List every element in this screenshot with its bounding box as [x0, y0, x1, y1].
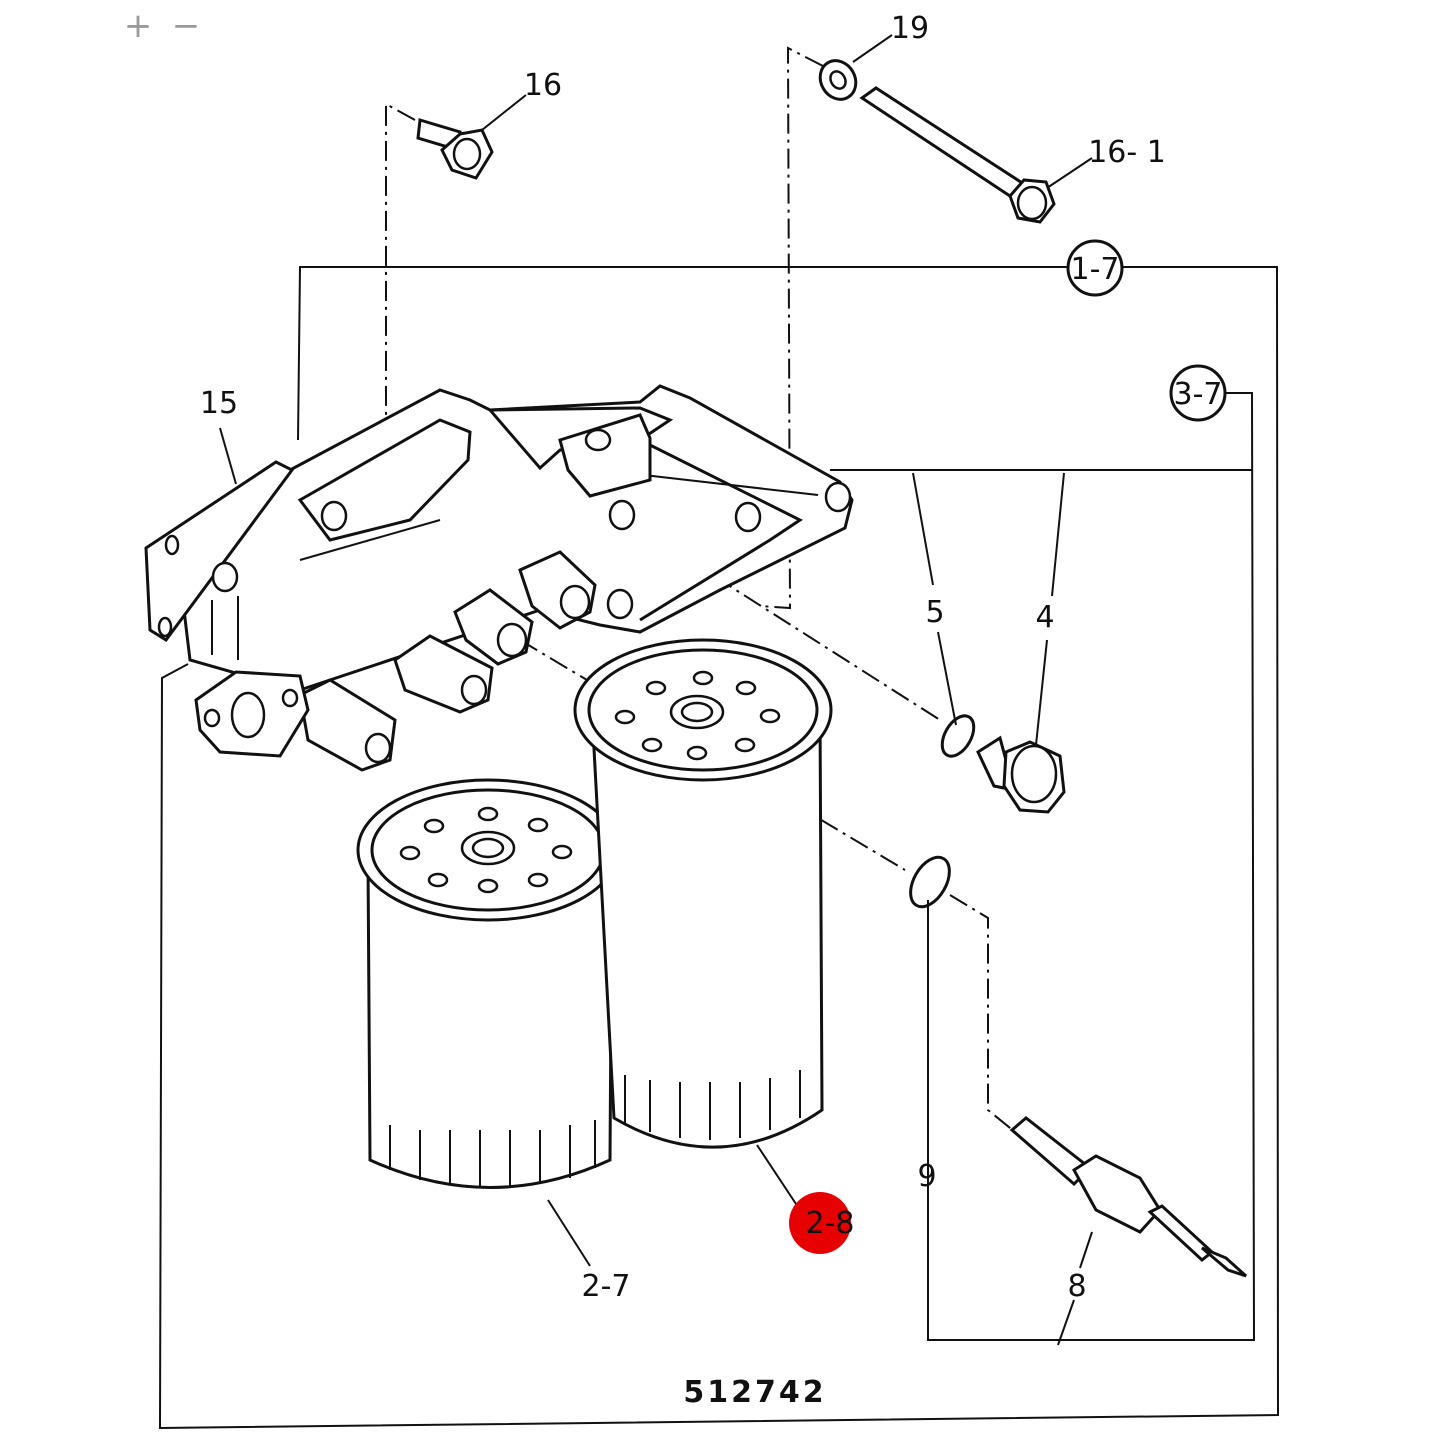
callout-2-8[interactable]: 2-8: [806, 1206, 855, 1241]
filter-2-7-holes: [399, 806, 573, 894]
sensor-8: [1009, 1116, 1248, 1278]
long-bolt-16-1: [859, 86, 1056, 224]
callout-5: 5: [925, 595, 944, 630]
frame-lines: [158, 266, 1280, 1430]
bolt-16: [416, 118, 494, 180]
reference-3-7-text: 3-7: [1174, 377, 1223, 412]
washer-19: [818, 59, 858, 101]
filter-2-8-holes: [614, 670, 781, 761]
reference-1-7: 1-7: [1066, 239, 1124, 297]
filter-2-8-ribs: [624, 1070, 801, 1140]
filter-2-7: [356, 778, 620, 1189]
reference-1-7-text: 1-7: [1071, 252, 1120, 287]
leader-lines: [219, 34, 1093, 1346]
callout-15: 15: [200, 386, 238, 421]
drain-plug-4: [976, 735, 1066, 814]
callout-8: 8: [1067, 1269, 1086, 1304]
callout-4: 4: [1035, 600, 1054, 635]
zoom-in-button[interactable]: +: [123, 6, 153, 46]
callout-2-7: 2-7: [582, 1269, 631, 1304]
callout-16: 16: [524, 68, 562, 103]
filter-2-8: [573, 638, 833, 1149]
filter-2-7-ribs: [389, 1120, 596, 1188]
filter-head-housing: [144, 384, 854, 772]
drawing-number: 512742: [683, 1375, 826, 1410]
callout-9: 9: [917, 1159, 936, 1194]
zoom-out-button[interactable]: −: [171, 6, 201, 46]
highlight-marker[interactable]: [789, 1192, 851, 1254]
o-ring-9: [909, 855, 951, 909]
o-ring-5: [940, 714, 976, 758]
callout-16-1: 16- 1: [1088, 135, 1166, 170]
reference-3-7: 3-7: [1169, 364, 1227, 422]
callout-19: 19: [891, 11, 929, 46]
callout-labels: 16 19 16- 1 15 5 4 9 8 2-7 2-8: [200, 11, 1166, 1304]
